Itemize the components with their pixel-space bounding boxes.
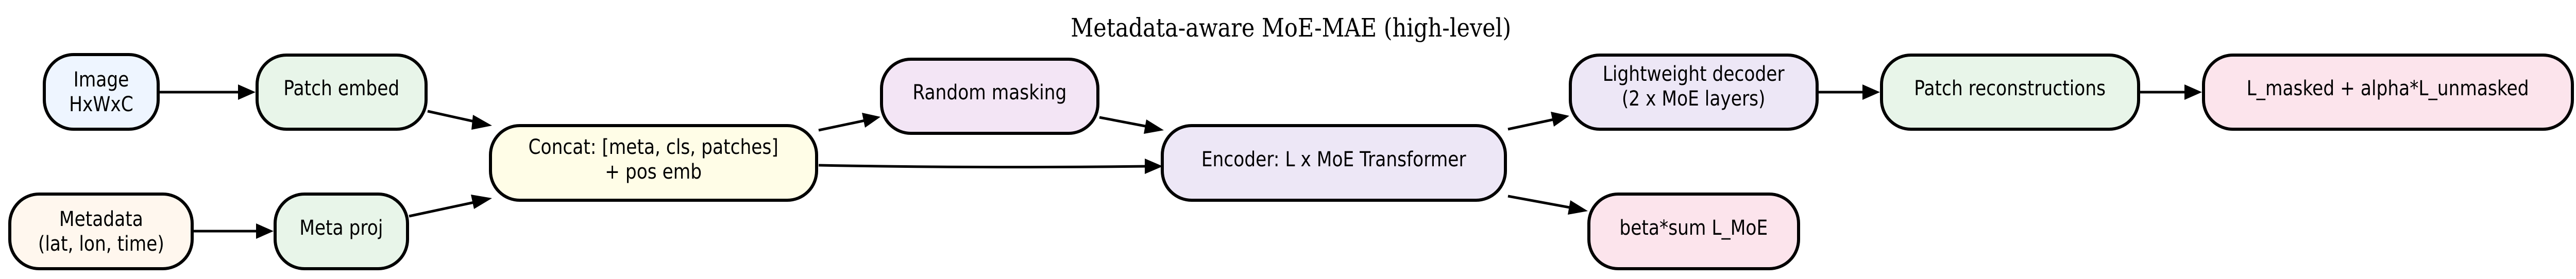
node-label: Lightweight decoder — [1603, 62, 1785, 86]
node-label: Concat: [meta, cls, patches] — [528, 135, 779, 159]
arrowhead-icon — [1551, 112, 1569, 127]
edge-concat-to-random-masking — [818, 119, 866, 132]
node-meta-proj: Meta proj — [274, 193, 409, 270]
node-label: Image — [73, 67, 129, 92]
node-label: Patch embed — [283, 77, 400, 100]
node-image-input: Image HxWxC — [43, 53, 160, 131]
arrowhead-icon — [2184, 84, 2202, 100]
node-random-masking: Random masking — [880, 58, 1099, 135]
node-patch-embed: Patch embed — [256, 54, 428, 131]
node-label: beta*sum L_MoE — [1619, 216, 1768, 240]
node-patch-reconstructions: Patch reconstructions — [1880, 54, 2140, 131]
edge-encoder-to-moe-loss — [1507, 195, 1573, 210]
arrowhead-icon — [1145, 159, 1163, 174]
edge-encoder-to-decoder — [1507, 118, 1554, 131]
node-label: Patch reconstructions — [1914, 77, 2106, 100]
diagram-title: Metadata-aware MoE-MAE (high-level) — [1071, 13, 1512, 43]
node-label: Meta proj — [299, 216, 383, 240]
edge-meta-proj-to-concat — [409, 200, 477, 218]
node-label: L_masked + alpha*L_unmasked — [2246, 77, 2530, 100]
node-reconstruction-loss: L_masked + alpha*L_unmasked — [2202, 54, 2574, 131]
node-decoder: Lightweight decoder (2 x MoE layers) — [1569, 54, 1819, 131]
node-sublabel: (2 x MoE layers) — [1622, 87, 1766, 111]
node-concat: Concat: [meta, cls, patches] + pos emb — [489, 124, 818, 202]
node-label: Random masking — [912, 81, 1067, 104]
edge-concat-to-encoder — [818, 164, 1148, 169]
arrowhead-icon — [256, 223, 274, 239]
arrowhead-icon — [238, 84, 256, 100]
arrowhead-icon — [1144, 119, 1164, 134]
node-encoder: Encoder: L x MoE Transformer — [1161, 124, 1507, 202]
arrowhead-icon — [1568, 200, 1588, 215]
arrowhead-icon — [471, 115, 492, 130]
arrowhead-icon — [471, 195, 492, 209]
node-label: Metadata — [59, 207, 143, 231]
arrowhead-icon — [862, 113, 880, 128]
node-sublabel: + pos emb — [605, 160, 702, 184]
node-sublabel: (lat, lon, time) — [38, 232, 164, 256]
node-metadata-input: Metadata (lat, lon, time) — [8, 193, 194, 270]
node-sublabel: HxWxC — [69, 92, 133, 116]
node-label: Encoder: L x MoE Transformer — [1201, 147, 1466, 171]
arrowhead-icon — [1862, 84, 1880, 100]
edge-random-masking-to-encoder — [1099, 116, 1148, 128]
node-moe-loss: beta*sum L_MoE — [1587, 193, 1800, 270]
edge-patch-embed-to-concat — [427, 110, 477, 124]
